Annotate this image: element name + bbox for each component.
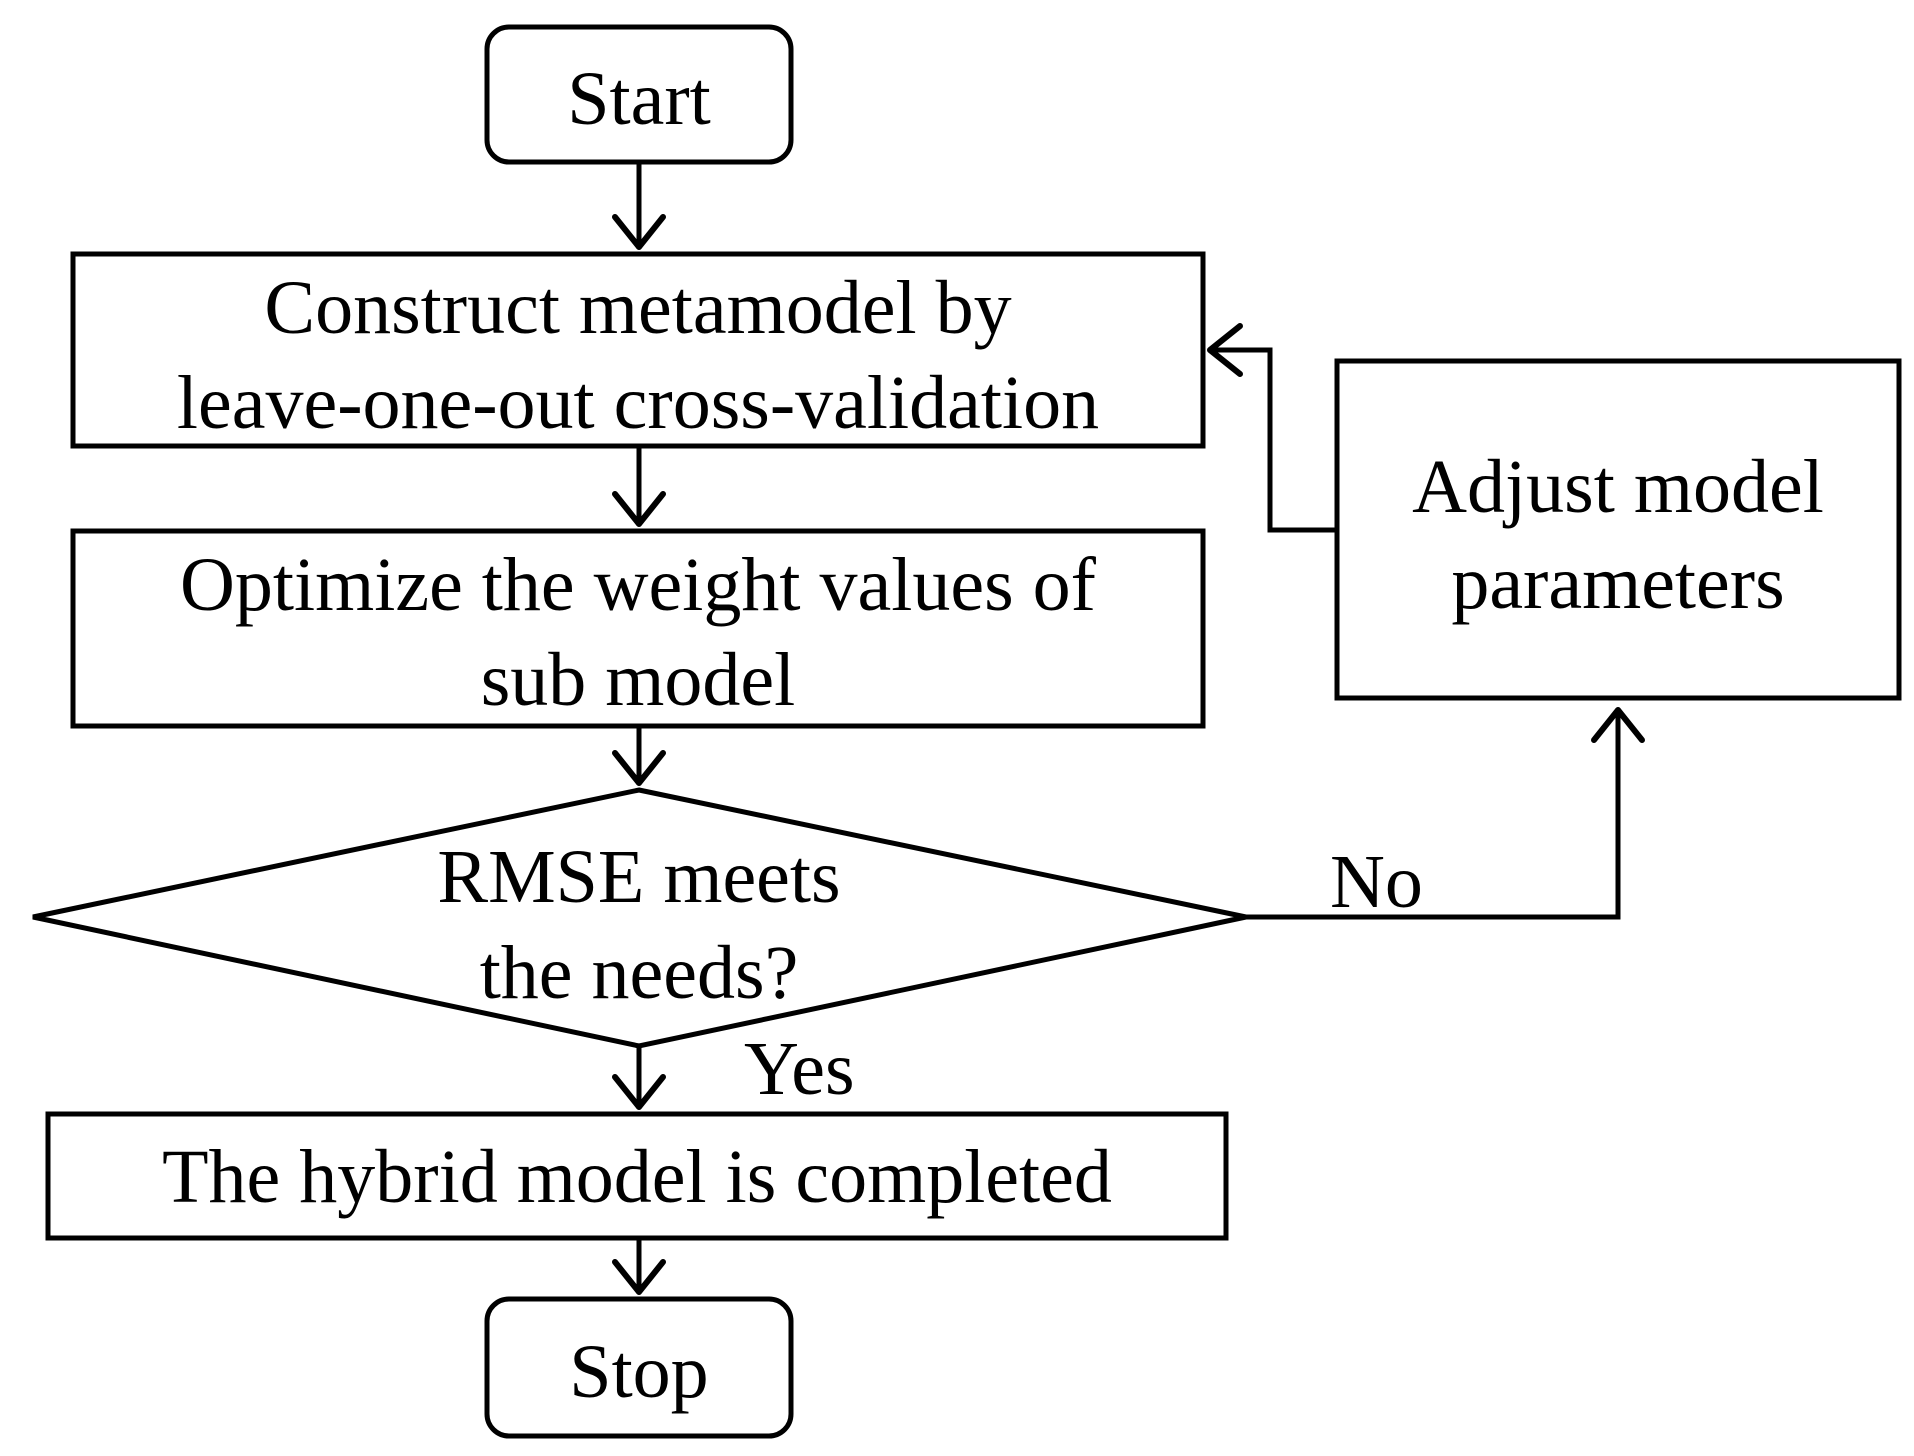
arrow-construct-to-optimize: [612, 446, 666, 527]
start-node: Start: [484, 24, 794, 165]
model-completed-label: The hybrid model is completed: [162, 1135, 1112, 1219]
optimize-weights-node: Optimize the weight values of sub model: [70, 528, 1206, 729]
decision-line2: the needs?: [480, 931, 799, 1015]
start-label: Start: [567, 57, 711, 141]
construct-metamodel-line2: leave-one-out cross-validation: [177, 361, 1099, 445]
arrow-optimize-to-decision: [612, 726, 666, 786]
adjust-parameters-line2: parameters: [1451, 541, 1784, 625]
no-label: No: [1330, 840, 1423, 924]
construct-metamodel-node: Construct metamodel by leave-one-out cro…: [70, 251, 1206, 449]
arrow-no-to-adjust: No: [1246, 707, 1645, 924]
arrow-complete-to-stop: [612, 1238, 666, 1295]
yes-label: Yes: [744, 1027, 855, 1111]
optimize-weights-line2: sub model: [481, 638, 796, 722]
stop-node: Stop: [484, 1296, 794, 1439]
arrow-adjust-to-construct: [1207, 323, 1337, 533]
adjust-parameters-node: Adjust model parameters: [1334, 358, 1902, 701]
arrow-yes-to-complete: Yes: [612, 1027, 855, 1111]
optimize-weights-line1: Optimize the weight values of: [180, 543, 1097, 627]
arrow-start-to-construct: [612, 162, 666, 250]
model-completed-node: The hybrid model is completed: [45, 1111, 1229, 1241]
rmse-decision-node: RMSE meets the needs?: [32, 787, 1247, 1049]
decision-line1: RMSE meets: [437, 835, 840, 919]
stop-label: Stop: [569, 1330, 708, 1414]
construct-metamodel-line1: Construct metamodel by: [264, 266, 1011, 350]
adjust-parameters-line1: Adjust model: [1412, 445, 1824, 529]
